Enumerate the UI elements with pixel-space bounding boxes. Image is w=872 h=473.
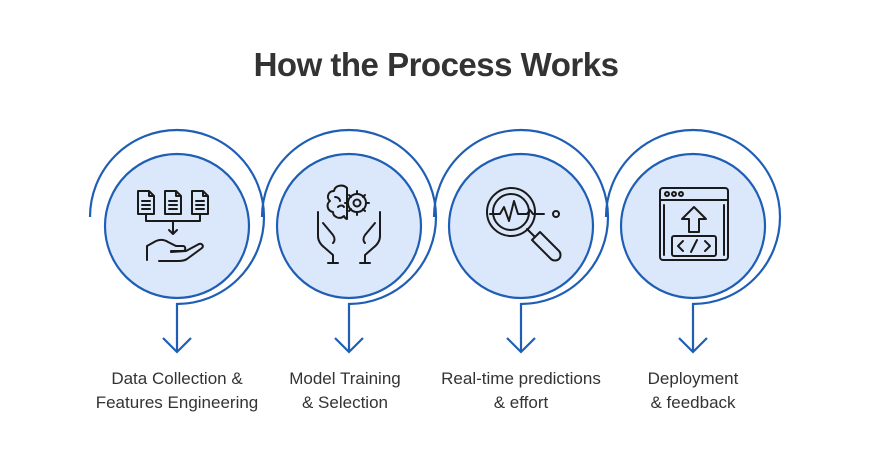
step-2-arrow-down-icon [334, 337, 364, 354]
step-1-arc-connector [88, 128, 266, 352]
step-4 [604, 128, 782, 354]
step-4-circle [619, 152, 767, 300]
step-4-label: Deployment & feedback [593, 367, 793, 415]
step-1-label: Data Collection & Features Engineering [77, 367, 277, 415]
step-1 [88, 128, 266, 354]
step-2-arc-connector [260, 128, 438, 352]
step-4-arrow-down-icon [678, 337, 708, 354]
step-1-circle [103, 152, 251, 300]
step-4-arc-connector [604, 128, 782, 352]
step-3-label-line-2: & effort [493, 393, 549, 412]
step-3-label: Real-time predictions & effort [421, 367, 621, 415]
step-3-arc-connector [432, 128, 610, 352]
step-3-label-line-1: Real-time predictions [441, 369, 601, 388]
step-2-label-line-2: & Selection [302, 393, 388, 412]
step-3 [432, 128, 610, 354]
browser-upload-code-icon [659, 187, 729, 261]
step-1-label-line-1: Data Collection & [111, 369, 243, 388]
step-3-arrow-down-icon [506, 337, 536, 354]
step-2-label: Model Training & Selection [245, 367, 445, 415]
brain-gear-hands-icon [317, 184, 381, 264]
page-title: How the Process Works [253, 46, 619, 83]
data-collection-hand-icon [137, 190, 209, 262]
step-1-label-line-2: Features Engineering [95, 393, 259, 412]
step-2-label-line-1: Model Training [289, 369, 401, 388]
step-2-circle [275, 152, 423, 300]
step-4-label-line-2: & feedback [650, 393, 736, 412]
step-1-arrow-down-icon [162, 337, 192, 354]
step-4-label-line-1: Deployment [647, 369, 739, 388]
step-2 [260, 128, 438, 354]
magnifier-pulse-icon [486, 187, 562, 262]
